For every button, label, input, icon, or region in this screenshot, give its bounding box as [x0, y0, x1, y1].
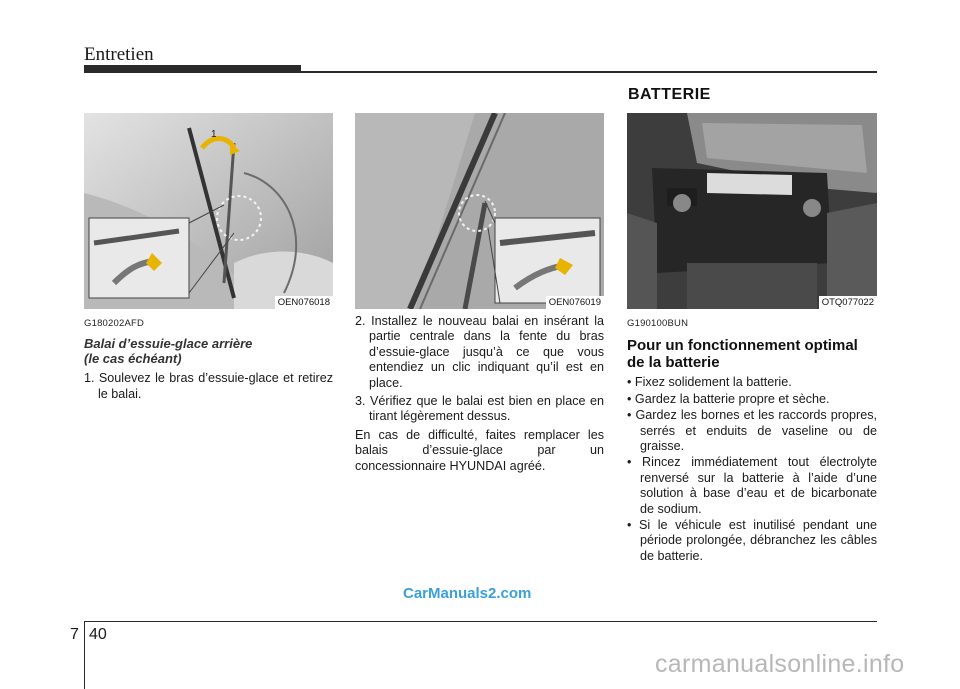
- step-1: 1. Soulevez le bras d’essuie-glace et re…: [84, 371, 333, 401]
- figure-code: OEN076019: [545, 296, 604, 309]
- list-item: • Si le véhicule est inutilisé pendant u…: [627, 518, 877, 563]
- procedure-code: G180202AFD: [84, 318, 145, 329]
- footer-divider: [84, 621, 85, 689]
- battery-title-line2: de la batterie: [627, 354, 720, 372]
- column-battery: G190100BUN Pour un fonctionnement optima…: [627, 316, 877, 564]
- figure-wiper-install: OEN076019: [355, 113, 604, 309]
- list-item: • Fixez solidement la batterie.: [627, 375, 792, 390]
- battery-tips-list: • Fixez solidement la batterie. • Gardez…: [627, 375, 877, 564]
- figure-code: OTQ077022: [818, 296, 877, 309]
- wiper-install-illustration: [355, 113, 604, 309]
- column-rear-wiper: G180202AFD Balai d’essuie-glace arrière …: [84, 316, 333, 402]
- list-item: • Gardez la batterie propre et sèche.: [627, 391, 830, 406]
- chapter-number: 7: [70, 626, 79, 643]
- carmanuals-watermark[interactable]: CarManuals2.com: [403, 585, 532, 602]
- subsection-title-line2: (le cas échéant): [84, 351, 182, 367]
- header-bar: [84, 65, 301, 73]
- battery-title: BATTERIE: [628, 86, 711, 103]
- footer-rule: [84, 621, 877, 622]
- subsection-title-line1: Balai d’essuie-glace arrière: [84, 336, 253, 352]
- procedure-code: G190100BUN: [627, 318, 689, 329]
- wiper-lift-illustration: [84, 113, 333, 309]
- battery-title-line1: Pour un fonctionnement optimal: [627, 337, 858, 355]
- battery-subsection-title: Pour un fonctionnement optimal de la bat…: [627, 337, 877, 371]
- figure-battery: OTQ077022: [627, 113, 877, 309]
- battery-photo: [627, 113, 877, 309]
- section-title: Entretien: [84, 44, 154, 65]
- figure-code: OEN076018: [274, 296, 333, 309]
- column-install: 2. Installez le nouveau balai en inséran…: [355, 314, 604, 474]
- list-item: • Rincez immédiatement tout électrolyte …: [627, 455, 877, 516]
- dealer-note: En cas de difficulté, faites remplacer l…: [355, 427, 604, 473]
- callout-number: 1: [211, 129, 217, 140]
- step-2: 2. Installez le nouveau balai en inséran…: [355, 314, 604, 390]
- header-rule: [301, 71, 877, 73]
- page-number: 40: [89, 626, 107, 643]
- step-3: 3. Vérifiez que le balai est bien en pla…: [355, 394, 604, 424]
- list-item: • Gardez les bornes et les raccords prop…: [627, 408, 877, 454]
- subsection-title: Balai d’essuie-glace arrière (le cas éch…: [84, 336, 333, 366]
- site-watermark[interactable]: carmanualsonline.info: [655, 650, 905, 678]
- figure-wiper-lift: 1 OEN076018: [84, 113, 333, 309]
